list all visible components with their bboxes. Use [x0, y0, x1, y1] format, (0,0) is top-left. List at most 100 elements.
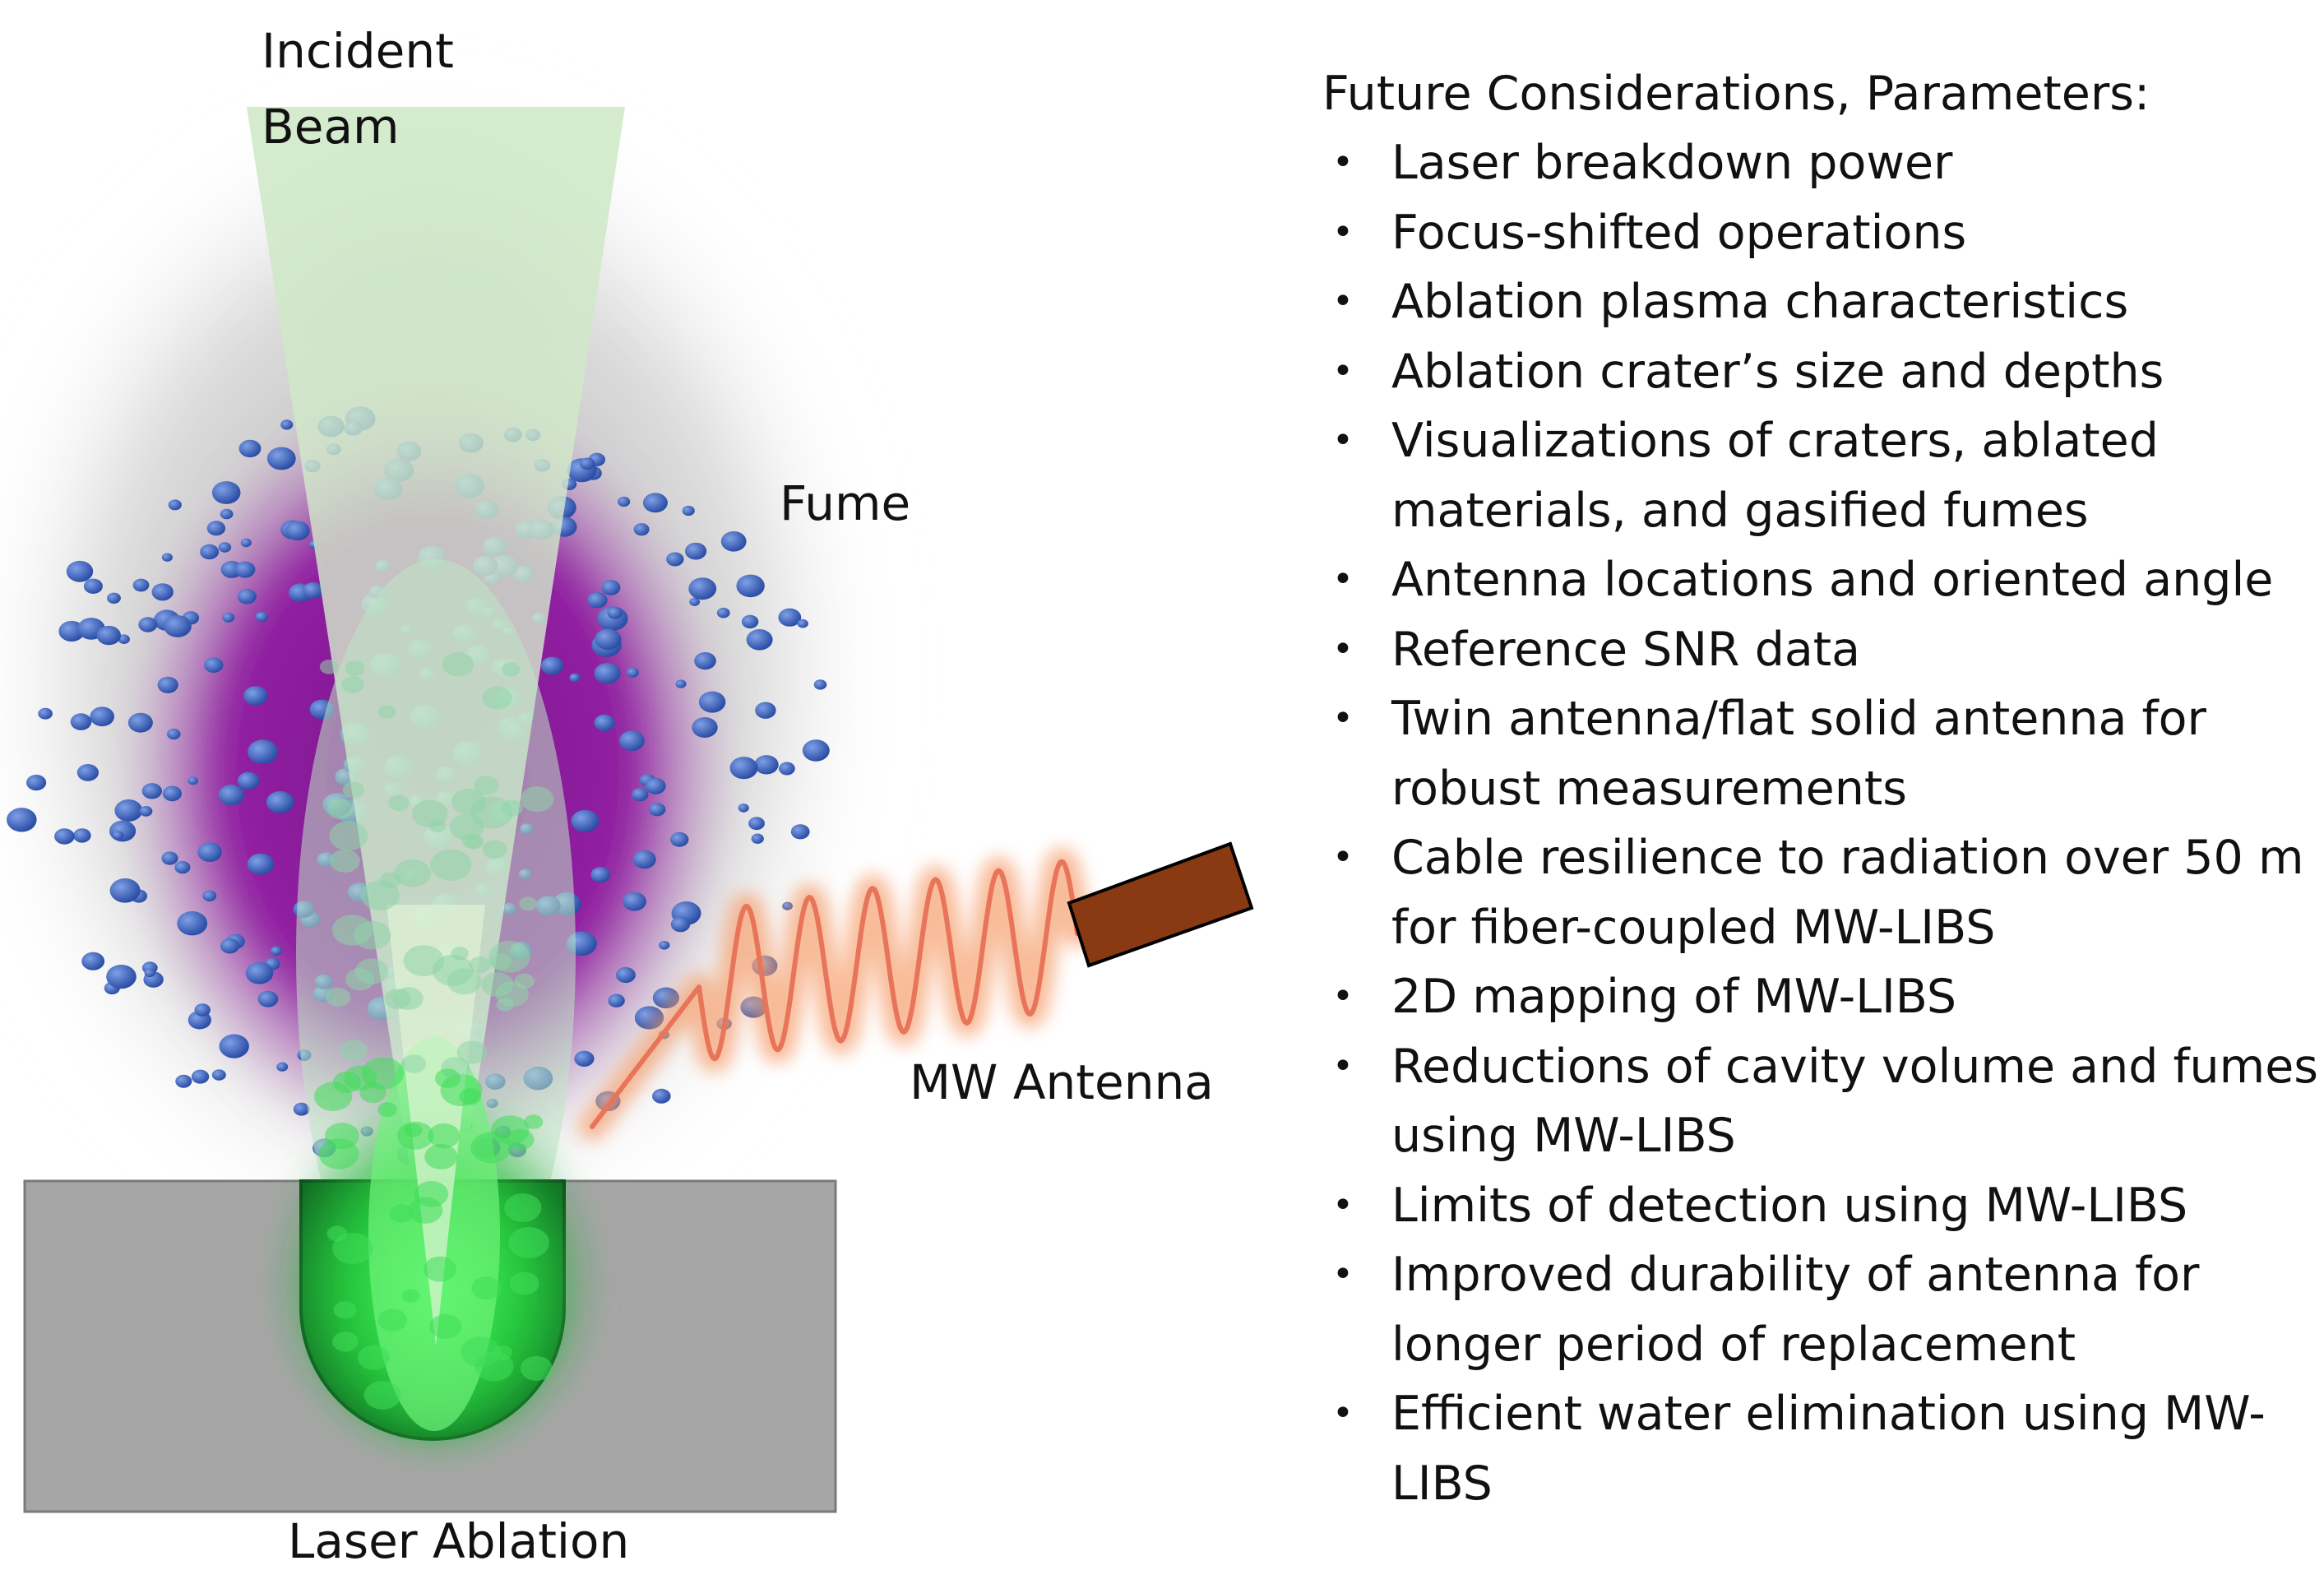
mw-antenna-label: MW Antenna [910, 1054, 1214, 1110]
fume-particle [109, 878, 141, 903]
fume-particle [689, 597, 700, 606]
plasma-bubble [329, 821, 368, 851]
bullet-icon: • [1332, 697, 1354, 739]
fume-particle [106, 965, 137, 989]
plasma-bubble [345, 968, 375, 991]
parameter-item: •Limits of detection using MW-LIBS [1322, 1171, 2309, 1241]
panel-title: Future Considerations, Parameters: [1322, 67, 2150, 121]
fume-particle [127, 712, 153, 733]
fume-particle [144, 968, 155, 978]
mw-antenna-body [1067, 841, 1254, 968]
plasma-bubble [397, 1121, 434, 1150]
fume-particle [645, 777, 666, 794]
plasma-bubble [377, 1102, 397, 1118]
fume-particle [211, 481, 241, 504]
fume-particle [659, 941, 670, 950]
parameter-text: longer period of replacement [1391, 1317, 2076, 1372]
parameter-text: Improved durability of antenna for [1391, 1248, 2200, 1302]
fume-particle [107, 592, 121, 604]
fume-particle [633, 523, 650, 536]
fume-particle [755, 702, 776, 719]
parameter-text: Ablation plasma characteristics [1391, 275, 2129, 329]
fume-particle [257, 990, 279, 1007]
bullet-icon: • [1332, 419, 1354, 461]
fume-particle [174, 860, 191, 874]
fume-particle [754, 755, 779, 775]
fume-particle [632, 850, 656, 869]
plasma-bubble [474, 776, 499, 795]
parameter-item: •2D mapping of MW-LIBS [1322, 962, 2309, 1032]
fume-particle [54, 828, 75, 845]
plasma-bubble [326, 1225, 348, 1242]
parameter-text: Laser breakdown power [1391, 136, 1953, 190]
bullet-icon: • [1332, 1044, 1354, 1087]
fume-particle [83, 578, 103, 594]
fume-particle [619, 730, 645, 751]
plasma-bubble [401, 1289, 420, 1303]
parameter-text: Efficient water elimination using MW- [1391, 1387, 2266, 1441]
fume-particle [590, 867, 611, 883]
plasma-bubble [508, 1226, 549, 1258]
plasma-bubble [326, 987, 351, 1007]
plasma-bubble [332, 1332, 359, 1352]
fume-particle [191, 1069, 210, 1084]
plasma-bubble [326, 799, 354, 819]
fume-particle [623, 892, 646, 911]
parameter-item: • Antenna locations and oriented angle [1322, 545, 2309, 615]
parameter-text: for fiber-coupled MW-LIBS [1391, 900, 1996, 955]
fume-particle [601, 580, 621, 595]
plasma-bubble [333, 1301, 357, 1319]
fume-particle [688, 577, 717, 600]
fume-particle [751, 833, 764, 844]
fume-particle [741, 614, 759, 629]
plasma-bubble [343, 1065, 377, 1091]
fume-particle [25, 775, 47, 791]
plasma-bubble [430, 849, 472, 882]
fume-particle [738, 804, 749, 813]
plasma-bubble [482, 686, 512, 710]
parameter-text: Antenna locations and oriented angle [1391, 553, 2274, 607]
fume-particle [220, 508, 234, 520]
parameter-text: Focus-shifted operations [1391, 205, 1967, 260]
fume-particle [161, 553, 173, 562]
fume-particle [219, 1034, 249, 1058]
fume-particle [109, 820, 137, 842]
future-considerations-panel: Future Considerations, Parameters: • Lase… [1322, 59, 2318, 1518]
bullet-icon: • [1332, 558, 1354, 600]
plasma-bubble [520, 1355, 553, 1381]
plasma-bubble [341, 676, 364, 693]
fume-particle [237, 771, 260, 790]
fume-particle [748, 817, 765, 831]
bullet-icon: • [1332, 1392, 1354, 1434]
fume-particle [243, 686, 268, 706]
plasma-bubble [509, 1271, 539, 1295]
fume-particle [569, 673, 581, 683]
plasma-bubble [428, 1123, 461, 1148]
plasma-bubble [394, 859, 431, 887]
fume-particle [594, 663, 621, 684]
fume-particle [73, 828, 91, 843]
fume-particle [206, 521, 226, 536]
fume-particle [266, 791, 294, 813]
plasma-bubble [360, 880, 400, 910]
bullet-icon: • [1332, 280, 1354, 322]
antenna-coil [590, 859, 1080, 1129]
plasma-bubble [447, 968, 482, 995]
beam-focus [387, 905, 485, 1345]
bullet-icon: • [1332, 975, 1354, 1017]
parameter-item: • Ablation plasma characteristics [1322, 267, 2309, 337]
fume-particle [237, 589, 257, 604]
plasma-bubble [502, 662, 521, 677]
parameter-text: LIBS [1391, 1456, 1493, 1511]
bullet-icon: • [1332, 141, 1354, 183]
fume-particle [779, 762, 795, 776]
fume-particle [218, 542, 232, 553]
fume-particle [736, 574, 765, 598]
fume-particle [255, 611, 269, 623]
fume-particle [66, 560, 94, 582]
plasma-bubble [520, 786, 554, 813]
